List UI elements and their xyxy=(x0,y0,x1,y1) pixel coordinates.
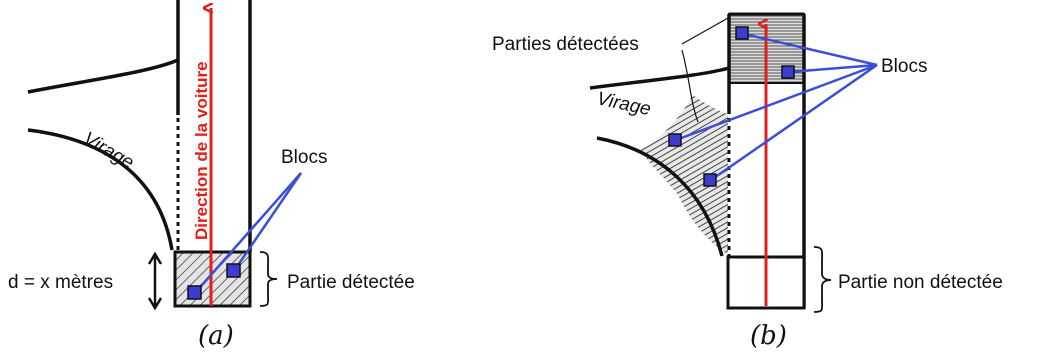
block-link-a2 xyxy=(232,172,303,272)
block-b1 xyxy=(735,26,749,40)
curve-inner-a xyxy=(27,128,174,251)
block-b4 xyxy=(703,173,717,187)
distance-label-a: d = x mètres xyxy=(8,272,113,293)
block-link-a1 xyxy=(194,172,302,294)
blocks-label-b: Blocs xyxy=(881,56,927,77)
curve-outer-b xyxy=(589,66,730,90)
block-b2 xyxy=(781,65,795,79)
brace-b xyxy=(813,246,832,313)
block-links-b xyxy=(675,31,878,182)
curve-inner-b xyxy=(596,136,724,257)
detected-label-a: Partie détectée xyxy=(287,272,415,293)
brace-a xyxy=(259,251,278,307)
panel-b: Parties détectées Blocs Virage Partie no… xyxy=(492,12,1003,351)
curve-label-a: Virage xyxy=(80,128,138,173)
block-b3 xyxy=(668,133,682,147)
direction-label-a: Direction de la voiture xyxy=(192,61,211,240)
detected-parts-label-b: Parties détectées xyxy=(492,34,639,55)
panel-a: Direction de la voiture Virage Blocs d =… xyxy=(8,0,415,351)
block-a1 xyxy=(187,285,202,300)
undetected-label-b: Partie non détectée xyxy=(838,272,1003,293)
blocks-label-a: Blocs xyxy=(281,147,327,168)
curve-label-b: Virage xyxy=(595,88,653,120)
caption-b: (b) xyxy=(750,321,787,351)
caption-a: (a) xyxy=(198,321,234,351)
distance-arrow-a xyxy=(147,251,163,311)
block-a2 xyxy=(226,263,241,278)
curve-outer-a xyxy=(27,58,179,94)
detected-parts-leaders-b xyxy=(681,17,729,123)
